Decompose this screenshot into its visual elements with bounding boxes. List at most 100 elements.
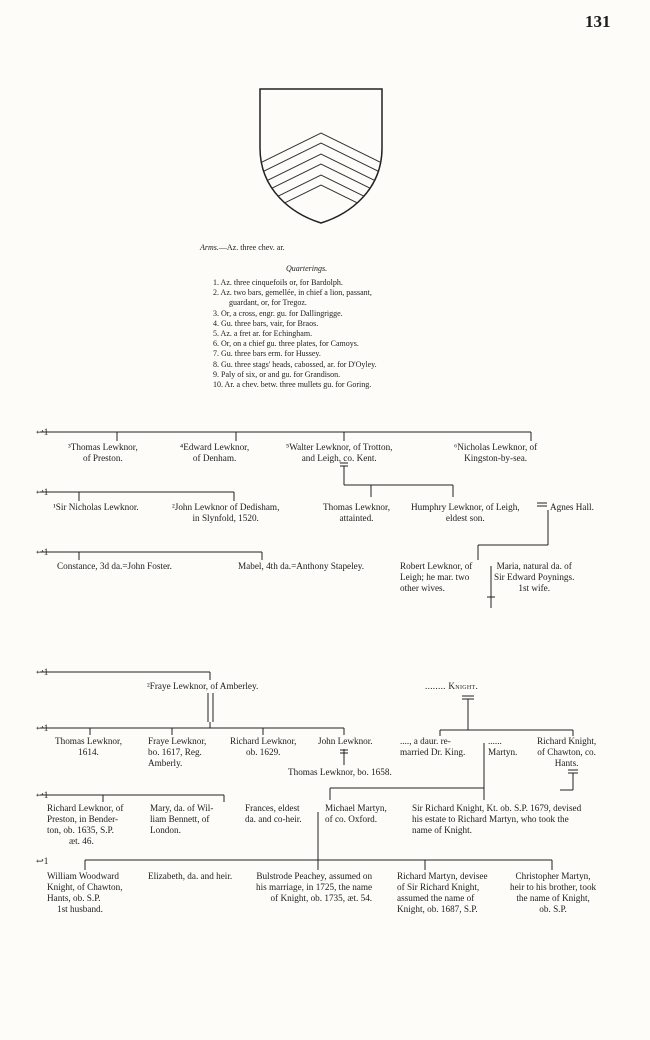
- person-martyn: ...... Martyn.: [488, 736, 517, 758]
- person-name: ²John Lewknor of Dedisham,: [172, 502, 280, 512]
- person-daur-remarried: ...., a daur. re- married Dr. King.: [400, 736, 465, 758]
- person-detail: assumed the name of: [397, 893, 475, 903]
- quartering-line: 10. Ar. a chev. betw. three mullets gu. …: [213, 380, 372, 390]
- person-detail: 1614.: [78, 747, 99, 757]
- person-name: Robert Lewknor, of: [400, 561, 473, 571]
- quartering-line: 3. Or, a cross, engr. gu. for Dallingrig…: [213, 308, 343, 318]
- person-nicholas-lewknor: ⁶Nicholas Lewknor, of Kingston-by-sea.: [454, 442, 537, 464]
- person-name: ⁵Walter Lewknor, of Trotton,: [286, 442, 393, 452]
- person-detail: married Dr. King.: [400, 747, 466, 757]
- person-detail: Sir Edward Poynings.: [494, 572, 575, 582]
- person-name: Humphry Lewknor, of Leigh,: [411, 502, 520, 512]
- continuation-arrow-icon: ↩1: [36, 790, 49, 800]
- person-name: Bulstrode Peachey, assumed on: [256, 871, 373, 881]
- person-detail: Kingston-by-sea.: [464, 453, 528, 463]
- person-name: Fraye Lewknor,: [148, 736, 207, 746]
- person-richard-lewknor-preston: Richard Lewknor, of Preston, in Bender- …: [47, 803, 123, 847]
- person-detail: of co. Oxford.: [325, 814, 378, 824]
- person-name: ⁶Nicholas Lewknor, of: [454, 442, 538, 452]
- shield-of-arms-icon: [256, 86, 386, 231]
- person-detail: eldest son.: [445, 513, 485, 523]
- person-bulstrode-peachey: Bulstrode Peachey, assumed on his marria…: [256, 871, 372, 904]
- person-detail: attainted.: [339, 513, 374, 523]
- person-name: Richard Lewknor,: [230, 736, 297, 746]
- person-name: ⁴Edward Lewknor,: [180, 442, 250, 452]
- person-walter-lewknor: ⁵Walter Lewknor, of Trotton, and Leigh, …: [286, 442, 392, 464]
- person-detail: of Sir Richard Knight,: [397, 882, 480, 892]
- person-detail: Leigh; he mar. two: [400, 572, 470, 582]
- person-detail: Hants, ob. S.P.: [47, 893, 101, 903]
- page-number: 131: [585, 12, 611, 31]
- person-detail: ob. 1629.: [246, 747, 281, 757]
- person-mabel: Mabel, 4th da.=Anthony Stapeley.: [238, 561, 365, 571]
- person-detail: London.: [150, 825, 181, 835]
- quartering-line: guardant, or, for Tregoz.: [229, 298, 307, 308]
- person-name: Richard Knight,: [537, 736, 597, 746]
- person-detail: ton, ob. 1635, S.P.: [47, 825, 114, 835]
- person-detail: of Preston.: [82, 453, 123, 463]
- person-name: ...., a daur. re-: [400, 736, 451, 746]
- arms-text: —Az. three chev. ar.: [218, 243, 285, 252]
- person-knight: ........ Knight.: [425, 681, 479, 691]
- person-detail: Hants.: [554, 758, 579, 768]
- person-detail: Knight, ob. 1687, S.P.: [397, 904, 478, 914]
- continuation-arrow-icon: ↩1: [36, 487, 49, 497]
- person-john-lewknor-dedisham: ²John Lewknor of Dedisham, in Slynfold, …: [172, 502, 279, 524]
- person-richard-martyn: Richard Martyn, devisee of Sir Richard K…: [397, 871, 488, 915]
- quartering-line: 4. Gu. three bars, vair, for Braos.: [213, 318, 319, 328]
- continuation-arrow-icon: ↩1: [36, 667, 49, 677]
- continuation-arrow-icon: ↩1: [36, 547, 49, 557]
- person-edward-lewknor: ⁴Edward Lewknor, of Denham.: [180, 442, 249, 464]
- person-fraye-lewknor-1617: Fraye Lewknor, bo. 1617, Reg. Amberly.: [148, 736, 206, 769]
- quartering-line: 7. Gu. three bars erm. for Hussey.: [213, 349, 321, 359]
- person-sir-nicholas-lewknor: ¹Sir Nicholas Lewknor.: [53, 502, 139, 512]
- person-agnes-hall: Agnes Hall.: [550, 502, 594, 512]
- quartering-line: 8. Gu. three stags' heads, cabossed, ar.…: [213, 359, 377, 369]
- quartering-line: 1. Az. three cinquefoils or, for Bardolp…: [213, 278, 343, 287]
- person-detail: of Chawton, co.: [537, 747, 596, 757]
- person-detail: 1st husband.: [57, 904, 103, 914]
- quarterings-list: 1. Az. three cinquefoils or, for Bardolp…: [213, 278, 377, 390]
- person-richard-lewknor-1629: Richard Lewknor, ob. 1629.: [230, 736, 296, 758]
- arms-blazon: Arms.—Az. three chev. ar.: [200, 243, 285, 253]
- person-detail: name of Knight.: [412, 825, 472, 835]
- person-detail: ob. S.P.: [539, 904, 567, 914]
- person-name: William Woodward: [47, 871, 119, 881]
- person-michael-martyn: Michael Martyn, of co. Oxford.: [325, 803, 387, 825]
- person-detail: heir to his brother, took: [510, 882, 597, 892]
- person-name: Richard Lewknor, of: [47, 803, 124, 813]
- person-name: Michael Martyn,: [325, 803, 387, 813]
- person-name: Thomas Lewknor,: [55, 736, 122, 746]
- arms-label: Arms.: [200, 243, 219, 252]
- continuation-arrow-icon: ↩1: [36, 856, 49, 866]
- person-richard-knight-chawton: Richard Knight, of Chawton, co. Hants.: [537, 736, 596, 769]
- person-christopher-martyn: Christopher Martyn, heir to his brother,…: [510, 871, 596, 915]
- quartering-line: 2. Az. two bars, gemellée, in chief a li…: [213, 288, 372, 298]
- quartering-line: 5. Az. a fret ar. for Echingham.: [213, 329, 313, 339]
- quartering-line: 6. Or, on a chief gu. three plates, for …: [213, 339, 359, 349]
- continuation-arrow-icon: ↩1: [36, 427, 49, 437]
- person-detail: Preston, in Bender-: [47, 814, 119, 824]
- person-detail: of Denham.: [192, 453, 237, 463]
- quartering-line: 9. Paly of six, or and gu. for Grandison…: [213, 369, 341, 379]
- person-detail: æt. 46.: [69, 836, 94, 846]
- person-detail: liam Bennett, of: [150, 814, 210, 824]
- person-detail: his marriage, in 1725, the name: [256, 882, 373, 892]
- person-detail: the name of Knight,: [516, 893, 590, 903]
- person-detail: bo. 1617, Reg.: [148, 747, 202, 757]
- person-name: Maria, natural da. of: [496, 561, 572, 571]
- person-detail: and Leigh, co. Kent.: [301, 453, 377, 463]
- person-frances: Frances, eldest da. and co-heir.: [245, 803, 302, 825]
- person-mary-bennett: Mary, da. of Wil- liam Bennett, of Londo…: [150, 803, 213, 836]
- person-detail: da. and co-heir.: [245, 814, 302, 824]
- person-detail: his estate to Richard Martyn, who took t…: [412, 814, 569, 824]
- person-name: Thomas Lewknor,: [323, 502, 390, 512]
- person-name: Mary, da. of Wil-: [150, 803, 214, 813]
- person-detail: of Knight, ob. 1735, æt. 54.: [270, 893, 373, 903]
- person-william-woodward: William Woodward Knight, of Chawton, Han…: [47, 871, 123, 915]
- person-thomas-lewknor-preston: ³Thomas Lewknor, of Preston.: [68, 442, 138, 464]
- person-sir-richard-knight: Sir Richard Knight, Kt. ob. S.P. 1679, d…: [412, 803, 581, 836]
- quarterings-title: Quarterings.: [286, 264, 328, 273]
- person-robert-lewknor: Robert Lewknor, of Leigh; he mar. two ot…: [400, 561, 472, 594]
- continuation-arrow-icon: ↩1: [36, 723, 49, 733]
